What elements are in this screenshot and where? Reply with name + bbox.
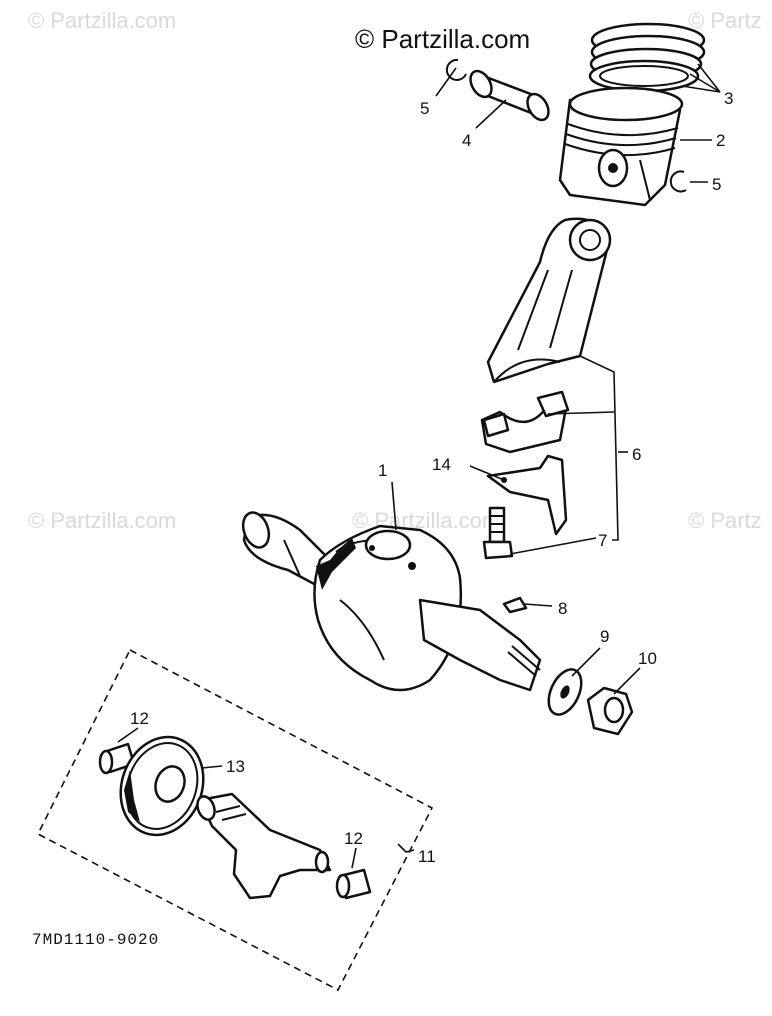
woodruff-key	[502, 596, 528, 614]
callout-1: 1	[378, 461, 387, 480]
callout-2: 2	[716, 131, 725, 150]
callout-11: 11	[418, 847, 436, 866]
callout-8: 8	[558, 599, 567, 618]
callout-12-right: 12	[344, 829, 363, 848]
balancer-shaft	[196, 792, 332, 900]
drawing-code: 7MD1110-9020	[32, 931, 159, 949]
callout-10: 10	[638, 649, 657, 668]
rod-bolt	[482, 506, 514, 560]
watermark-mid-right: © Partz	[688, 508, 762, 533]
circlip-left	[445, 58, 467, 81]
callout-14: 14	[432, 455, 451, 474]
callout-4: 4	[462, 131, 471, 150]
piston	[558, 86, 684, 207]
callout-5-right: 5	[712, 175, 721, 194]
leader-lines	[117, 63, 721, 869]
callout-5-left: 5	[420, 99, 429, 118]
watermark-main: © Partzilla.com	[355, 24, 530, 54]
balancer-bearing-right	[335, 868, 372, 900]
rod-bearing	[486, 454, 568, 536]
rod-cap	[480, 390, 570, 454]
watermark-top-left: © Partzilla.com	[28, 8, 176, 33]
washer	[547, 668, 583, 716]
crankshaft	[241, 511, 542, 692]
piston-rings	[588, 22, 706, 93]
watermark-mid-left: © Partzilla.com	[28, 508, 176, 533]
callout-3: 3	[724, 89, 733, 108]
connecting-rod	[486, 217, 612, 384]
piston-pin	[469, 69, 550, 122]
circlip-right	[669, 170, 687, 193]
balancer-group-outline	[36, 648, 434, 992]
callout-12-left: 12	[130, 709, 149, 728]
callout-7: 7	[598, 531, 607, 550]
nut	[586, 686, 634, 736]
watermark-top-right: © Partz	[688, 8, 762, 33]
callout-6: 6	[632, 445, 641, 464]
callout-9: 9	[600, 627, 609, 646]
callout-13: 13	[226, 757, 245, 776]
balancer-gear	[119, 735, 205, 837]
